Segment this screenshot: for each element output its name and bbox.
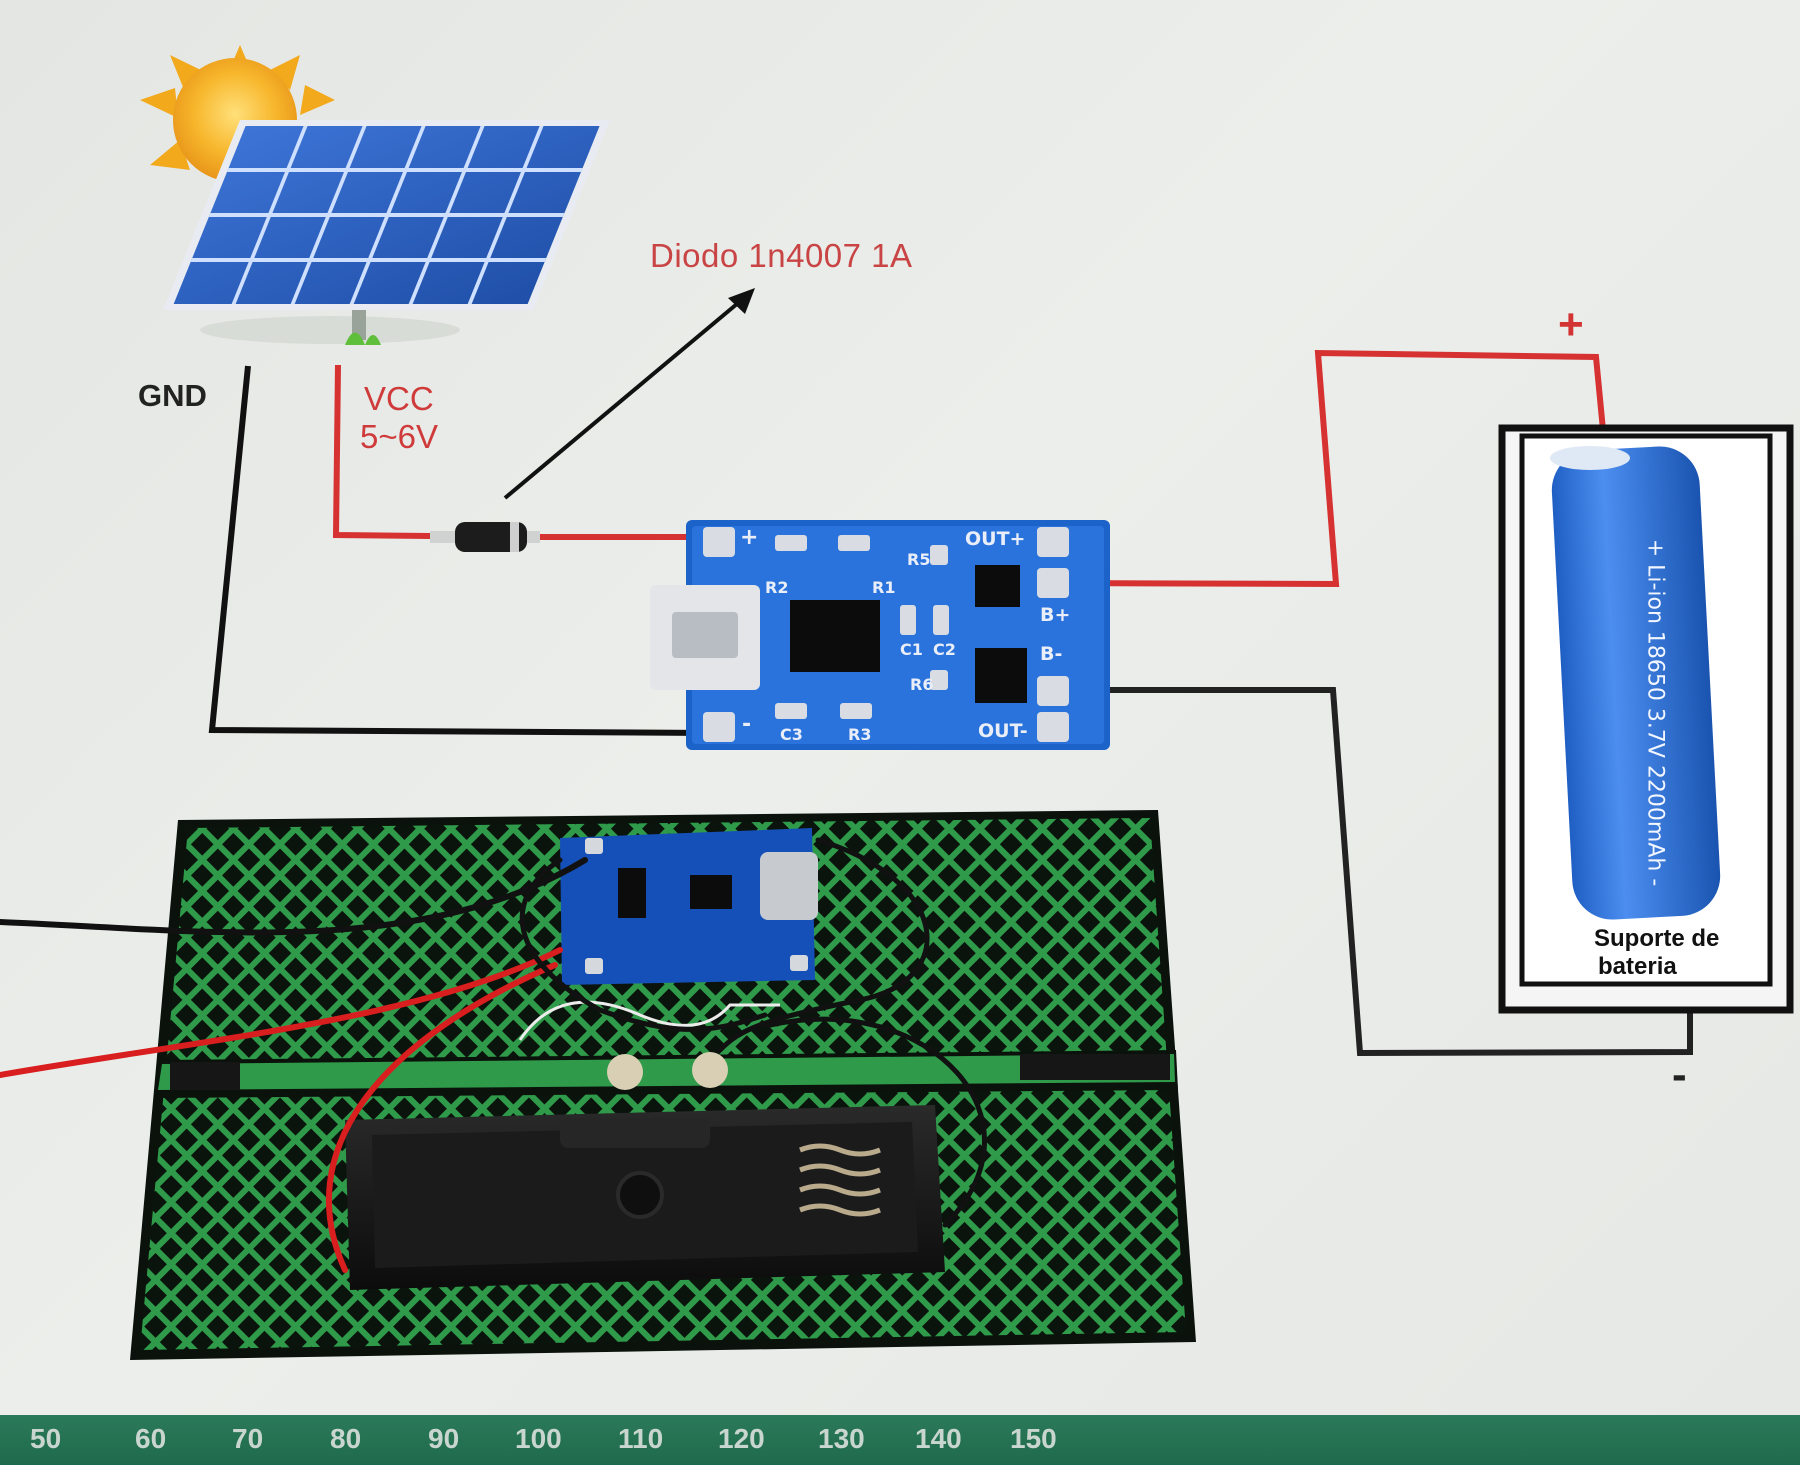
ruler-tick: 140 — [915, 1423, 962, 1454]
ruler-tick: 70 — [232, 1423, 264, 1454]
ruler-tick: 50 — [30, 1423, 62, 1454]
pin-minus-label: - — [742, 712, 752, 737]
c1-label: C1 — [900, 640, 923, 659]
bplus-wire — [1054, 349, 1606, 588]
vcc-voltage-label: 5~6V — [360, 418, 438, 455]
solar-panel-illustration — [140, 45, 610, 345]
gnd-wire — [208, 365, 711, 736]
holder-label-line1: Suporte de — [1594, 925, 1720, 952]
ruler-tick: 130 — [818, 1423, 865, 1454]
r5-label: R5 — [907, 550, 931, 569]
bminus-wire — [1065, 687, 1693, 1057]
b-minus-label: B- — [1040, 643, 1063, 665]
battery-holder-diagram — [1498, 424, 1794, 1014]
b-plus-label: B+ — [1040, 604, 1071, 626]
battery-holder-photo — [345, 1105, 945, 1290]
ic-chip — [790, 600, 880, 672]
battery-minus-label: - — [1672, 1050, 1687, 1099]
arrow-head-icon — [728, 288, 755, 314]
vcc-label: VCC — [364, 380, 434, 417]
r1-label: R1 — [872, 578, 896, 597]
usb-c-port — [760, 852, 818, 920]
vcc-wire — [332, 364, 431, 539]
ruler-tick: 90 — [428, 1423, 460, 1454]
charger-module-photo — [560, 828, 818, 985]
ruler-tick: 110 — [618, 1423, 664, 1454]
battery-print: + Li-ion 18650 3.7V 2200mAh - — [1642, 538, 1668, 887]
r3-label: R3 — [848, 725, 872, 744]
battery-plus-label: + — [1558, 300, 1584, 349]
gnd-label: GND — [138, 378, 207, 413]
diode-component — [430, 522, 540, 552]
pin-plus-label: + — [740, 525, 759, 550]
battery-18650 — [1550, 446, 1721, 920]
r6-label: R6 — [910, 675, 934, 694]
diode-arrow — [503, 291, 752, 500]
diode-label: Diodo 1n4007 1A — [650, 237, 913, 274]
c3-label: C3 — [780, 725, 803, 744]
panel-cells — [163, 120, 610, 310]
out-minus-label: OUT- — [978, 720, 1028, 742]
ruler-tick: 100 — [515, 1423, 562, 1454]
c2-label: C2 — [933, 640, 956, 659]
diagram-wires — [208, 288, 1693, 1057]
ruler-strip: 50 60 70 80 90 100 110 120 130 140 150 — [0, 1415, 1800, 1465]
ruler-tick: 80 — [330, 1423, 362, 1454]
photo-wires — [0, 837, 988, 1273]
r2-label: R2 — [765, 578, 789, 597]
holder-label-line2: bateria — [1598, 953, 1677, 980]
ruler-tick: 120 — [718, 1423, 765, 1454]
charger-board-diagram — [650, 520, 1110, 750]
out-plus-label: OUT+ — [965, 528, 1026, 550]
ruler-tick: 150 — [1010, 1423, 1057, 1454]
ruler-tick: 60 — [135, 1423, 167, 1454]
